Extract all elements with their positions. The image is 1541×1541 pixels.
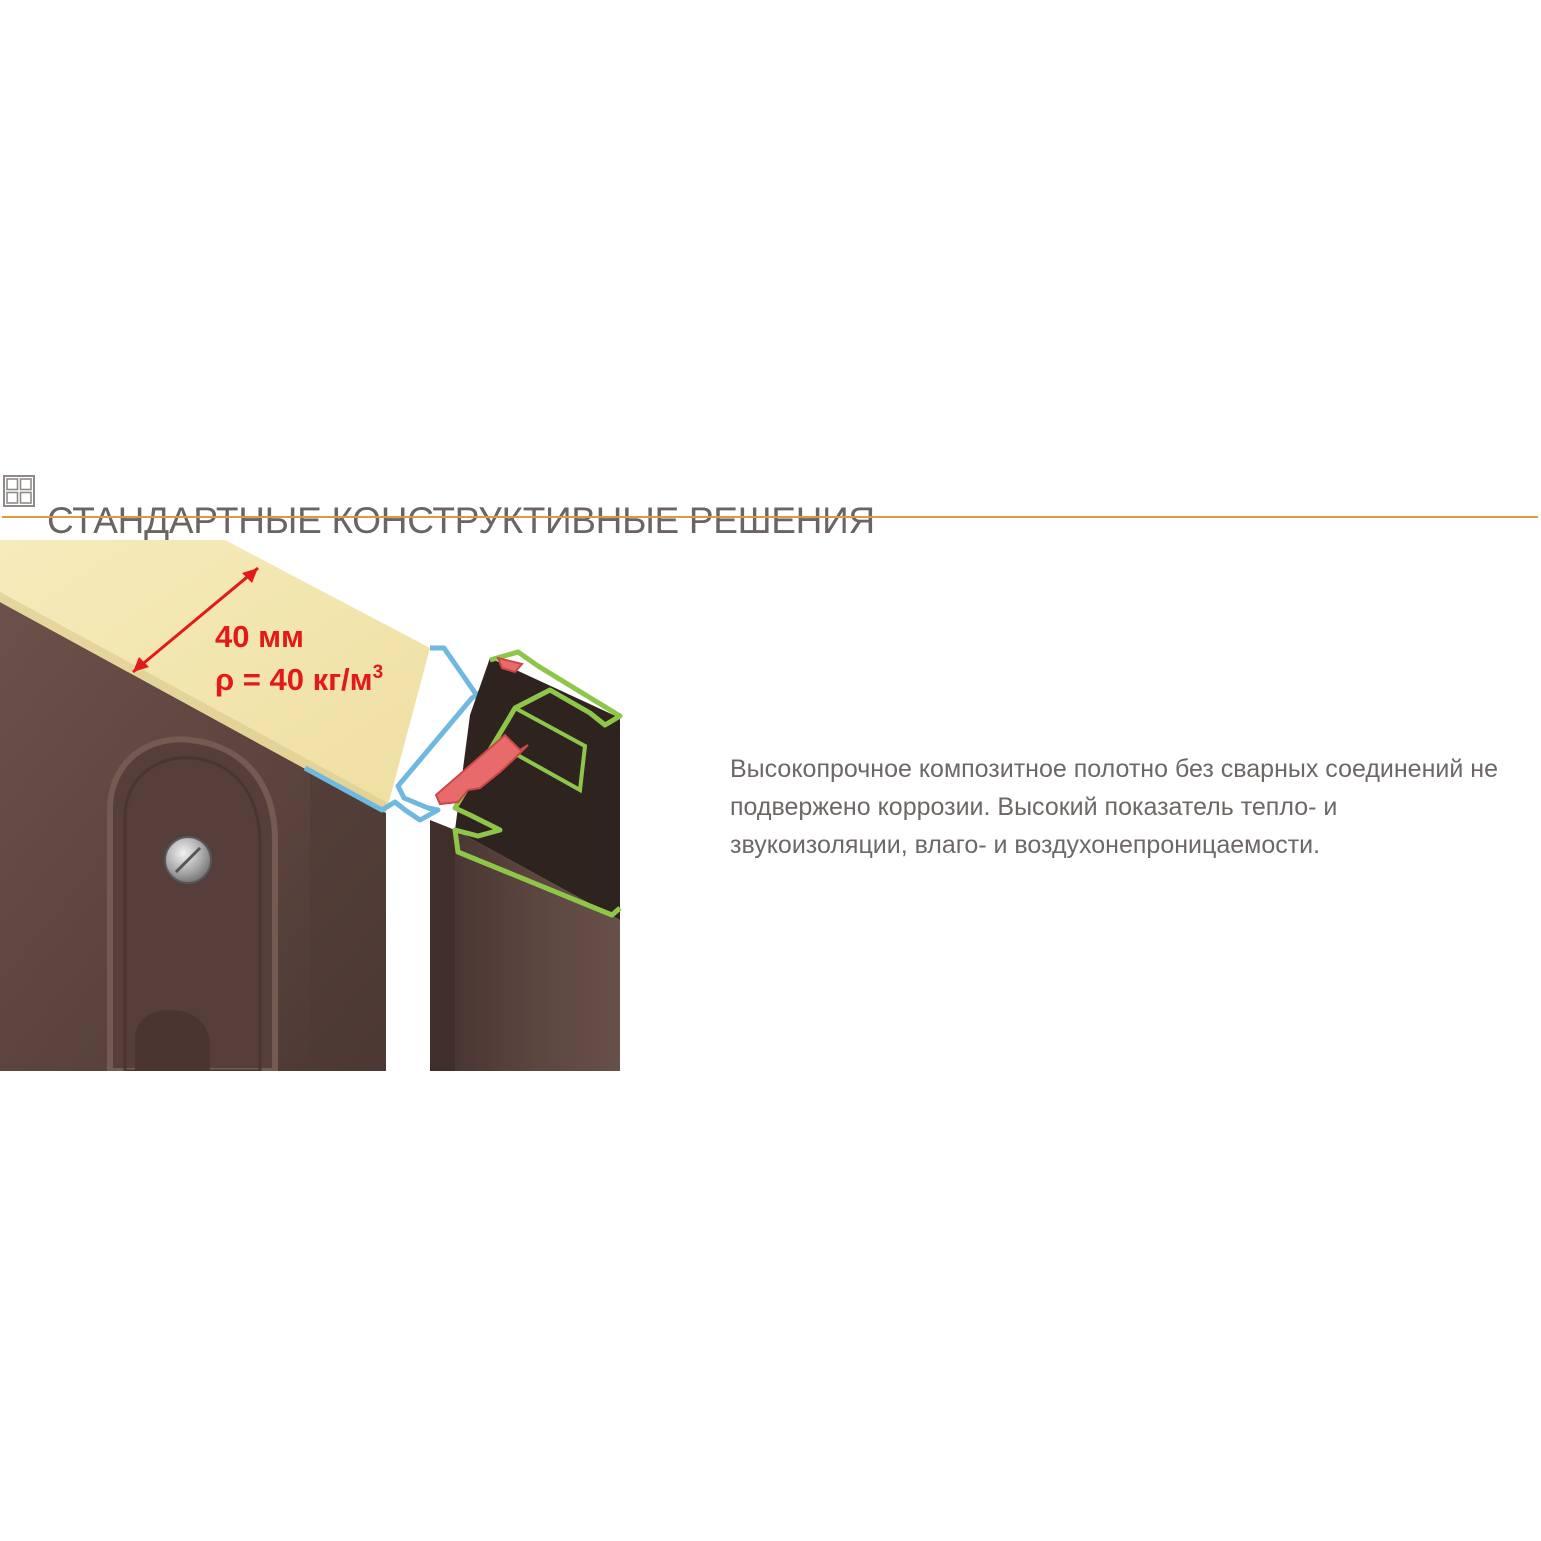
density-label: ρ = 40 кг/м <box>215 662 373 697</box>
door-frame-top <box>455 658 620 920</box>
section-header: СТАНДАРТНЫЕ КОНСТРУКТИВНЫЕ РЕШЕНИЯ <box>0 462 1538 541</box>
section-title: СТАНДАРТНЫЕ КОНСТРУКТИВНЫЕ РЕШЕНИЯ <box>47 499 875 541</box>
thickness-dimension <box>132 566 259 674</box>
description-text: Высокопрочное композитное полотно без св… <box>730 755 1498 859</box>
density-superscript: 3 <box>373 662 384 683</box>
insulation-foam-edge <box>0 592 386 813</box>
door-frame-inner <box>430 820 455 1071</box>
seal-profile <box>434 733 529 806</box>
thickness-label: 40 мм <box>215 619 304 654</box>
door-section-illustration: 40 мм ρ = 40 кг/м3 <box>0 540 623 1071</box>
section-divider <box>2 516 1538 518</box>
door-leaf-edge <box>310 771 386 1071</box>
svg-text:ρ = 40 кг/м3: ρ = 40 кг/м3 <box>215 662 383 697</box>
door-section-diagram: 40 мм ρ = 40 кг/м3 <box>0 540 623 1071</box>
insulation-foam <box>0 540 430 813</box>
leaf-decor-panel-inner <box>123 756 262 1071</box>
frame-profile <box>452 649 623 918</box>
leaf-decor-panel <box>107 736 278 1071</box>
handle-base <box>135 1010 210 1071</box>
door-frame <box>455 830 620 1071</box>
grid-icon <box>3 475 35 507</box>
